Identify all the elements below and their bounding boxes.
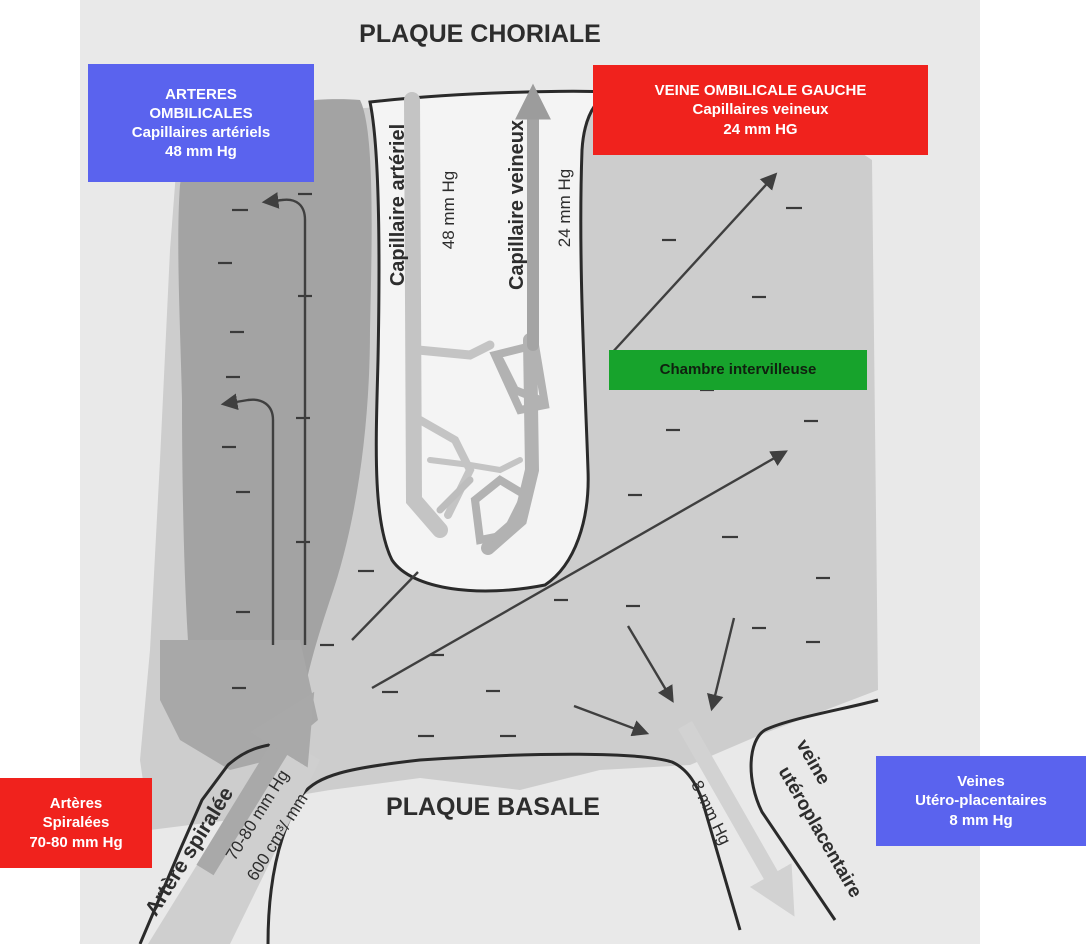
arrow-to-vein-upper [609, 172, 778, 356]
chambre-intervilleuse-box: Chambre intervilleuse [609, 350, 867, 390]
arteres-spiralees-line-1: Artères [49, 795, 103, 813]
arrow-convergent-1 [626, 625, 674, 703]
capillaire-veineux-pressure: 24 mm Hg [555, 169, 574, 247]
plaque-basale-label: PLAQUE BASALE [386, 793, 600, 821]
arrow-stem-up-2 [220, 393, 275, 645]
arrow-convergent-3 [573, 704, 650, 737]
veines-utero-line-1: Veines [957, 773, 1005, 791]
arteres-ombilicales-line-3: Capillaires artériels [131, 124, 271, 141]
veines-utero-line-2: Utéro-placentaires [915, 792, 1047, 810]
veine-ombilicale-line-1: VEINE OMBILICALE GAUCHE [654, 82, 867, 100]
chambre-intervilleuse-label: Chambre intervilleuse [659, 361, 817, 379]
capillaire-arteriel-label: Capillaire artériel [387, 124, 409, 286]
arteres-spiralees-box: Artères Spiralées 70-80 mm Hg [0, 778, 152, 868]
arteres-ombilicales-line-2: OMBILICALES [149, 104, 253, 122]
veine-ombilicale-box: VEINE OMBILICALE GAUCHE Capillaires vein… [593, 65, 928, 155]
arteres-ombilicales-line-4: 48 mm Hg [165, 143, 237, 161]
arteres-ombilicales-line-1: ARTERES [165, 85, 237, 103]
veines-utero-line-3: 8 mm Hg [949, 811, 1013, 829]
spiral-artery-channel [148, 742, 320, 944]
veine-ombilicale-line-3: 24 mm HG [723, 120, 798, 138]
basal-plate-outline [266, 752, 742, 944]
arteres-spiralees-line-2: Spiralées [42, 814, 110, 832]
arrow-convergent-2 [707, 617, 736, 712]
spiral-artery-flow-arrow [196, 691, 315, 876]
capillaire-veineux-label: Capillaire veineux [506, 120, 528, 290]
flow-arrows [220, 172, 788, 737]
capillaire-arteriel-pressure: 48 mm Hg [439, 171, 458, 249]
vein-drainage-arrow [678, 721, 795, 917]
arteres-spiralees-line-3: 70-80 mm Hg [29, 833, 123, 851]
left-stem-villus [178, 99, 372, 737]
arrow-to-right [371, 450, 788, 690]
arrow-stem-up-1 [261, 192, 307, 645]
arteres-ombilicales-box: ARTERES OMBILICALES Capillaires artériel… [88, 64, 314, 182]
uteroplacental-vein-outline [749, 698, 879, 921]
veine-ombilicale-line-2: Capillaires veineux [692, 101, 829, 119]
connector-line [351, 571, 419, 641]
villus-capillaries [404, 83, 551, 555]
veines-utero-box: Veines Utéro-placentaires 8 mm Hg [876, 756, 1086, 846]
plaque-choriale-label: PLAQUE CHORIALE [359, 20, 601, 48]
